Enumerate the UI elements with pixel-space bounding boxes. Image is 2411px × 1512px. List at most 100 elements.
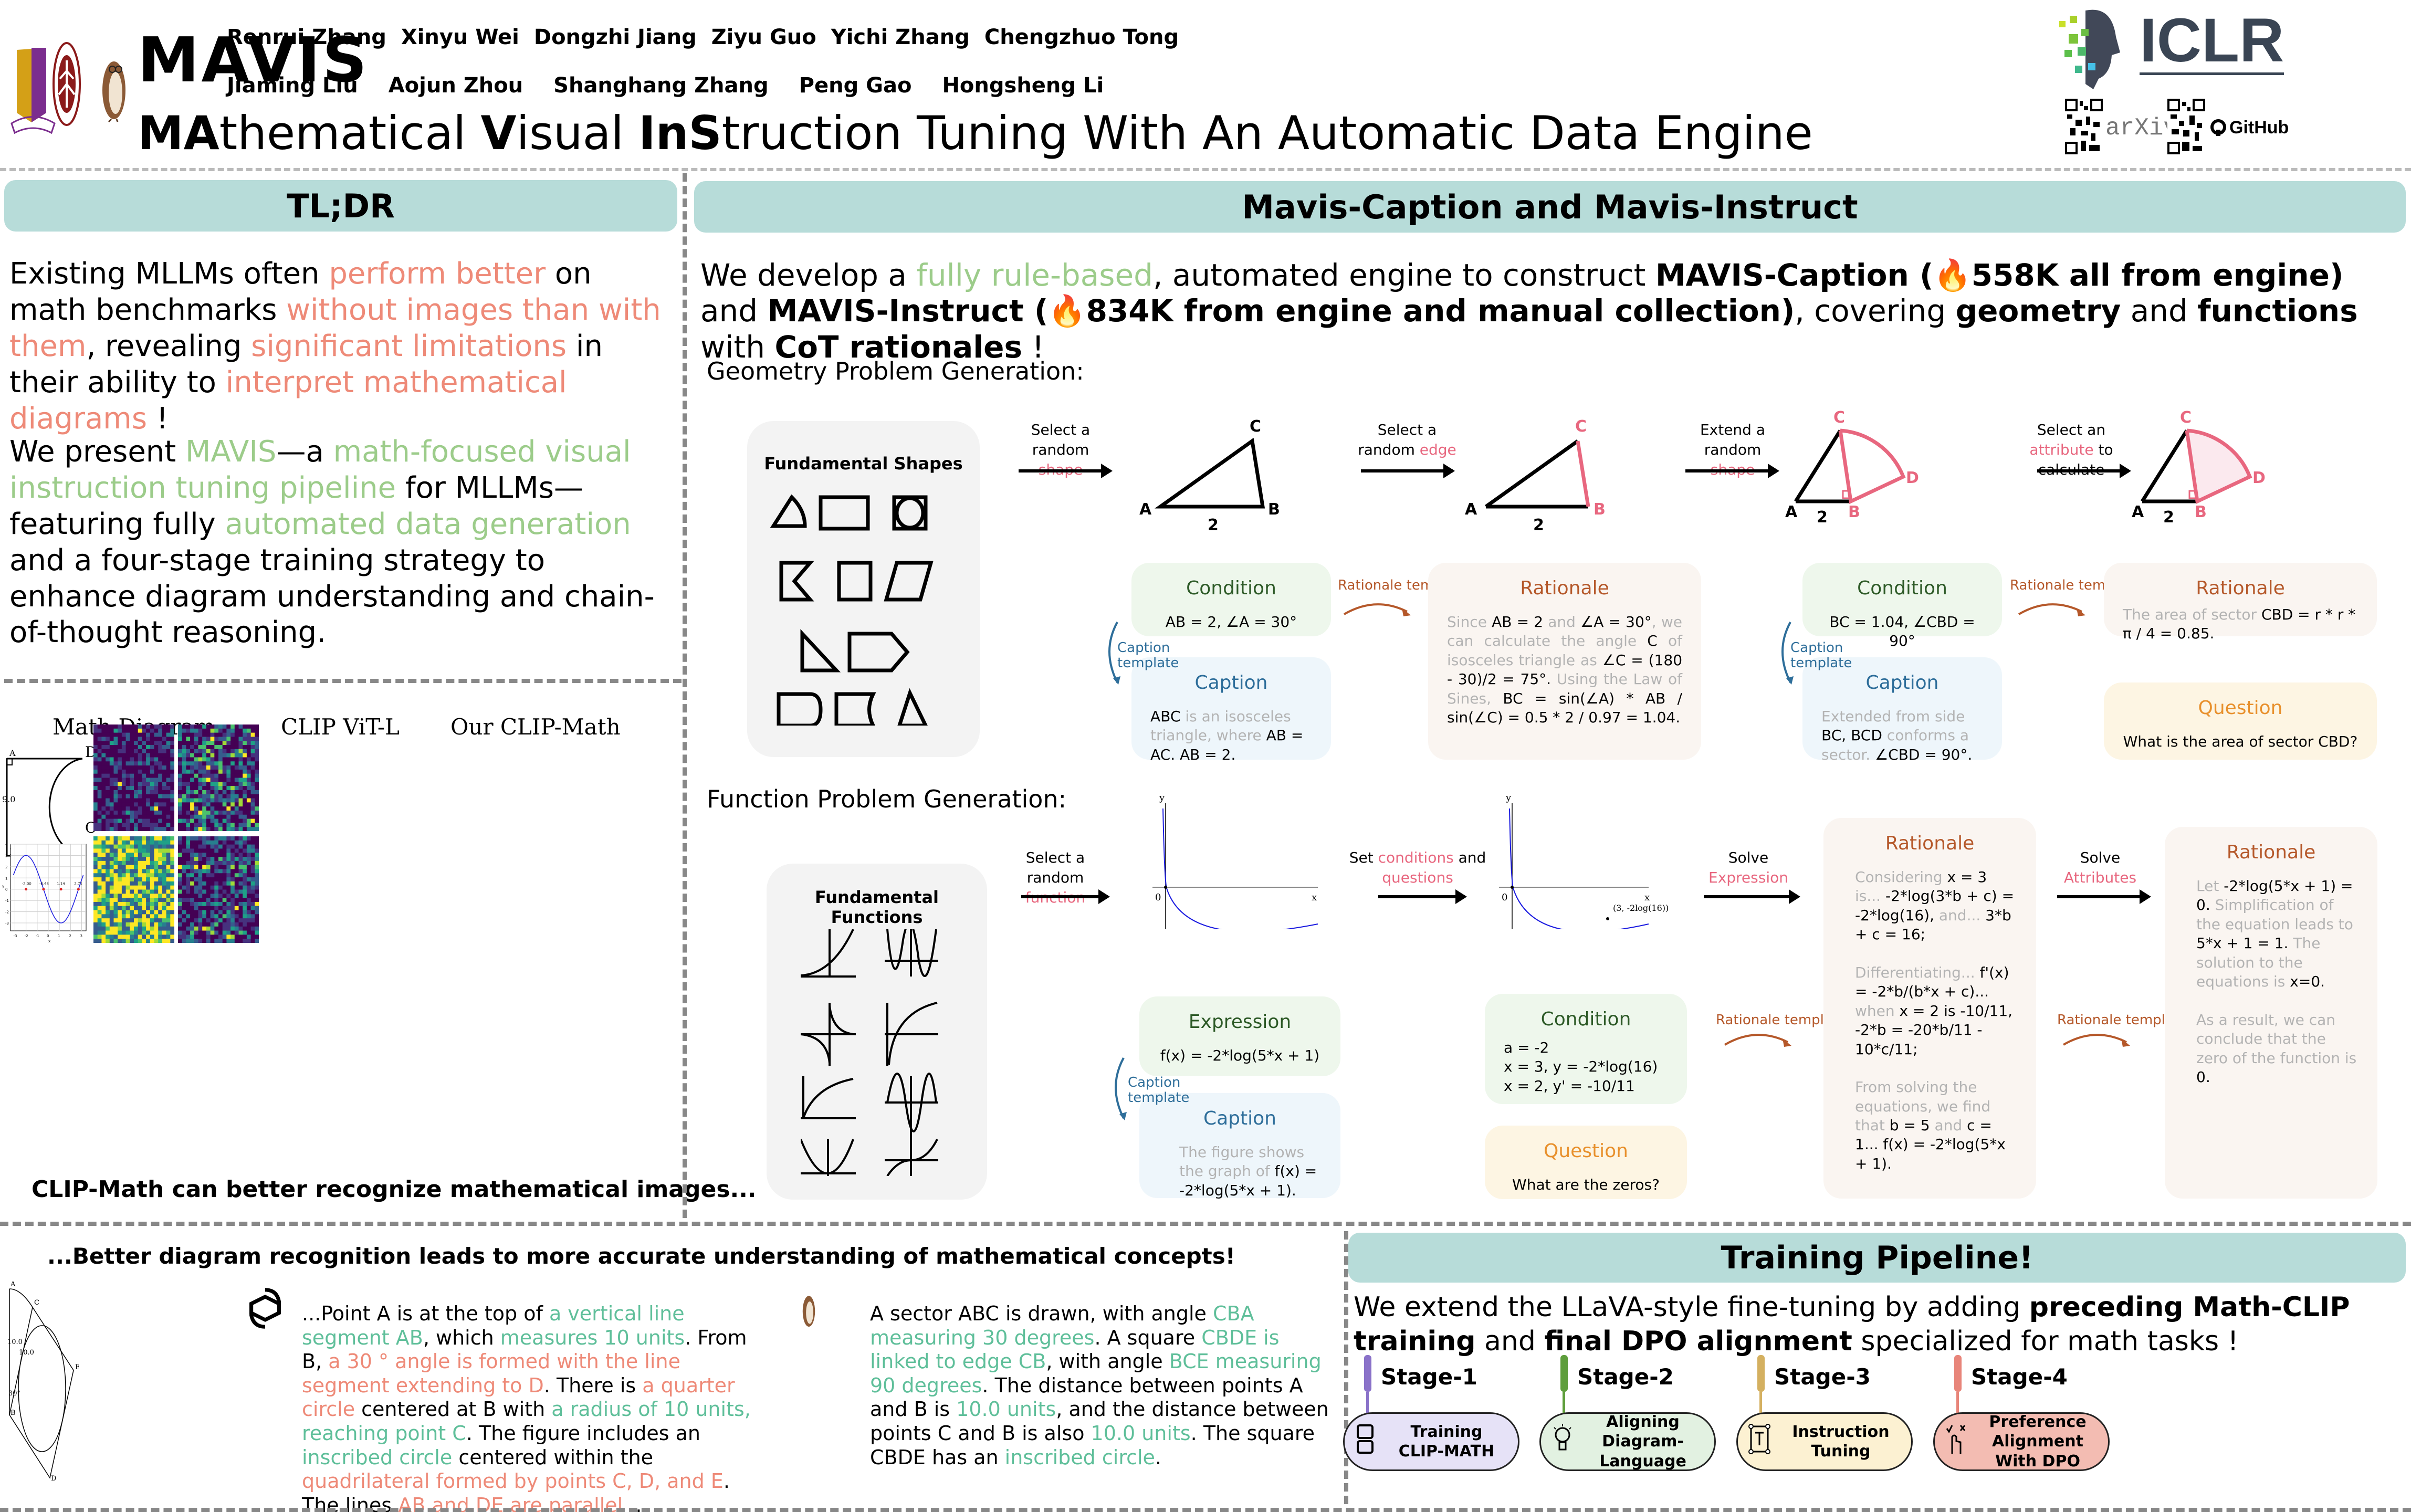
heatmap-cell <box>109 930 114 935</box>
heatmap-cell <box>214 922 219 927</box>
heatmap-cell <box>121 749 127 754</box>
heatmap-cell <box>246 786 251 791</box>
heatmap-cell <box>93 823 98 827</box>
heatmap-cell <box>113 724 118 729</box>
github-icon[interactable] <box>2209 118 2227 136</box>
heatmap-cell <box>238 910 243 915</box>
heatmap-cell <box>170 836 175 841</box>
heatmap-cell <box>186 857 191 862</box>
heatmap-cell <box>210 914 215 919</box>
heatmap-cell <box>109 939 114 943</box>
heatmap-cell <box>202 827 207 832</box>
heatmap-cell <box>162 848 167 853</box>
zero-point <box>25 888 28 891</box>
step-set-conditions: Set conditions and questions <box>1344 848 1491 888</box>
heatmap-cell <box>234 810 239 815</box>
heatmap-cell <box>106 836 110 841</box>
stage-pill-3[interactable]: Instruction Tuning <box>1736 1412 1913 1471</box>
heatmap-cell <box>198 769 203 774</box>
github-link[interactable]: GitHub <box>2229 118 2289 138</box>
heatmap-cell <box>130 914 134 919</box>
heatmap-cell <box>250 761 255 766</box>
arxiv-qr-code[interactable] <box>2065 99 2103 154</box>
heatmap-cell <box>134 910 139 915</box>
heatmap-cell <box>158 889 163 894</box>
text-run: 10.0 units <box>1091 1421 1191 1445</box>
heatmap-cell <box>113 889 118 894</box>
heatmap-cell <box>150 786 154 791</box>
heatmap-cell <box>210 741 215 746</box>
heatmap-cell <box>158 765 163 770</box>
heatmap-cell <box>178 853 183 857</box>
geometry-heading: Geometry Problem Generation: <box>707 357 1084 385</box>
stage-pill-1[interactable]: Training CLIP-MATH <box>1343 1412 1519 1471</box>
heatmap-cell <box>218 827 223 832</box>
text-run: , and the distance between points C and … <box>870 1398 1329 1445</box>
svg-text:2: 2 <box>1533 516 1544 534</box>
heatmap-cell <box>130 806 134 811</box>
heatmap-cell <box>238 836 243 841</box>
heatmap-cell <box>210 806 215 811</box>
text-run: BC = sin(∠A) * AB / sin(∠C) = 0.5 * 2 / … <box>1447 689 1682 726</box>
heatmap-cell <box>198 798 203 803</box>
heatmap-cell <box>118 926 122 931</box>
arxiv-link[interactable]: arXiv <box>2105 114 2178 142</box>
heatmap-cell <box>250 745 255 750</box>
heatmap-cell <box>142 810 146 815</box>
heatmap-cell <box>214 724 219 729</box>
heatmap-cell <box>118 869 122 874</box>
heatmap-cell <box>238 853 243 857</box>
heatmap-cell <box>101 732 106 737</box>
heatmap-cell <box>214 778 219 782</box>
heatmap-cell <box>150 873 154 878</box>
text-run: ABC <box>1150 708 1181 725</box>
heatmap-cell <box>218 728 223 733</box>
heatmap-cell <box>162 761 167 766</box>
point-label: -0.43 <box>39 882 49 886</box>
heatmap-cell <box>134 881 139 886</box>
heatmap-cell <box>113 922 118 927</box>
heatmap-cell <box>106 926 110 931</box>
heatmap-cell <box>125 728 130 733</box>
heatmap-cell <box>243 806 247 811</box>
heatmap-cell <box>243 885 247 890</box>
text-run: functions <box>2197 293 2358 329</box>
heatmap-cell <box>109 769 114 774</box>
heatmap-cell <box>243 814 247 820</box>
github-qr-code[interactable] <box>2167 99 2205 154</box>
heatmap-cell <box>93 914 98 919</box>
bottom-headline: ...Better diagram recognition leads to m… <box>47 1243 1235 1269</box>
heatmap-cell <box>106 857 110 862</box>
heatmap-cell <box>109 778 114 782</box>
heatmap-cell <box>243 906 247 911</box>
card-title: Expression <box>1188 1011 1292 1033</box>
heatmap-cell <box>134 814 139 820</box>
heatmap-cell <box>246 840 251 845</box>
svg-text:D: D <box>51 1475 56 1483</box>
stage-pill-2[interactable]: Aligning Diagram-Language <box>1539 1412 1716 1471</box>
heatmap-cell <box>106 728 110 733</box>
text-run: . The figure includes an <box>466 1421 701 1445</box>
heatmap-cell <box>97 778 102 782</box>
heatmap-cell <box>146 802 151 807</box>
heatmap-cell <box>234 918 239 923</box>
heatmap-cell <box>154 761 159 766</box>
heatmap-cell <box>101 786 106 791</box>
heatmap-cell <box>154 794 159 799</box>
heatmap-cell <box>243 757 247 762</box>
heatmap-cell <box>230 823 235 827</box>
y-tick-label: -1 <box>5 899 9 903</box>
heatmap-cell <box>150 860 154 866</box>
heatmap-cell <box>138 930 142 935</box>
heatmap-cell <box>226 818 231 823</box>
heatmap-cell <box>218 881 223 886</box>
heatmap-cell <box>222 894 227 898</box>
step-select-edge: Select a random edge <box>1355 420 1460 460</box>
heatmap-cell <box>206 790 211 795</box>
heatmap-cell <box>158 753 163 758</box>
stage-pill-4[interactable]: Preference Alignment With DPO <box>1933 1412 2110 1471</box>
heatmap-cell <box>230 810 235 815</box>
heatmap-cell <box>250 778 255 782</box>
heatmap-cell <box>170 906 175 911</box>
heatmap-cell <box>154 926 159 931</box>
